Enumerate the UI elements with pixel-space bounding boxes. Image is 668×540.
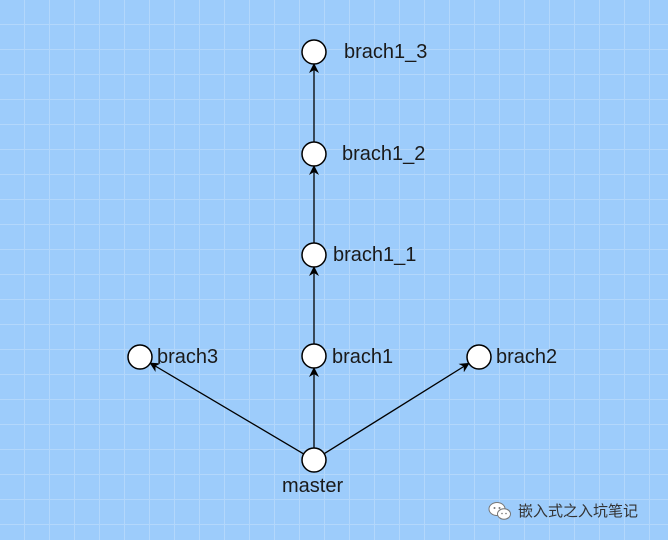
watermark: 嵌入式之入坑笔记 xyxy=(488,500,638,521)
label-brach1_1: brach1_1 xyxy=(333,244,417,266)
node-brach2[interactable] xyxy=(466,344,492,370)
node-master[interactable] xyxy=(301,447,327,473)
watermark-text: 嵌入式之入坑笔记 xyxy=(518,502,639,520)
node-brach3[interactable] xyxy=(127,344,153,370)
label-master: master xyxy=(282,475,344,497)
edges xyxy=(149,63,470,455)
label-brach1_3: brach1_3 xyxy=(344,41,428,63)
wechat-icon xyxy=(488,501,511,520)
nodes xyxy=(127,39,492,473)
node-brach1_1[interactable] xyxy=(301,242,327,268)
label-brach2: brach2 xyxy=(496,346,558,368)
edge-master-to-brach3 xyxy=(149,362,305,455)
label-brach1_2: brach1_2 xyxy=(342,143,426,165)
label-brach1: brach1 xyxy=(332,346,394,368)
node-brach1_2[interactable] xyxy=(301,141,327,167)
node-brach1_3[interactable] xyxy=(301,39,327,65)
edge-master-to-brach2 xyxy=(323,362,470,455)
label-brach3: brach3 xyxy=(157,346,219,368)
node-brach1[interactable] xyxy=(301,343,327,369)
